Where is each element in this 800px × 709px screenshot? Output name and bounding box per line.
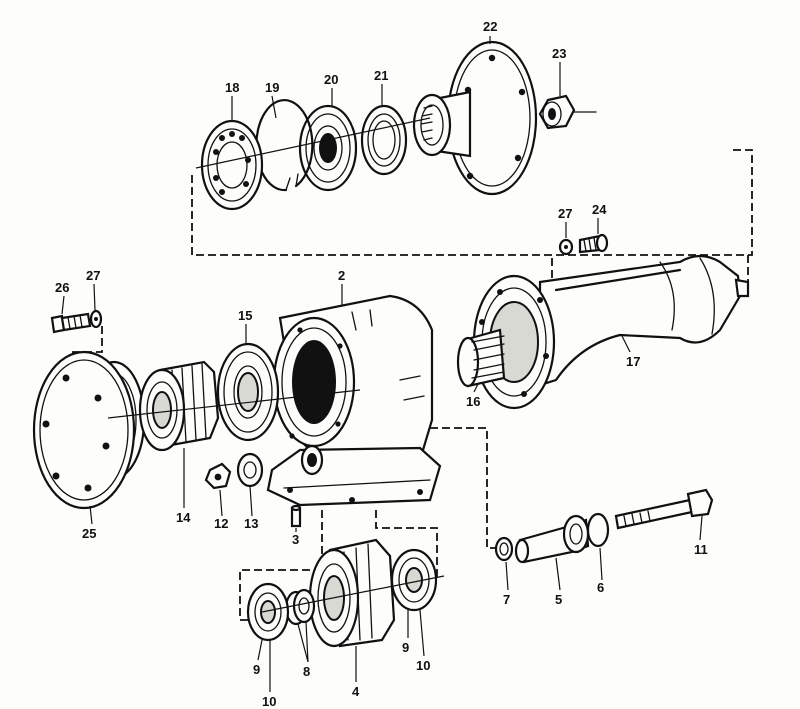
callout-9-left: 9 xyxy=(253,662,260,677)
part-ball-bearing xyxy=(216,342,280,442)
callout-26: 26 xyxy=(55,280,69,295)
part-bolt-washer-left xyxy=(50,309,103,334)
part-seal xyxy=(360,104,408,176)
callout-5: 5 xyxy=(555,592,562,607)
callout-16: 16 xyxy=(466,394,480,409)
part-dowel-pin xyxy=(290,504,302,528)
part-end-cover xyxy=(32,350,146,510)
part-idler-shaft xyxy=(514,514,590,564)
callout-27-upper: 27 xyxy=(558,206,572,221)
part-nut xyxy=(204,462,232,490)
part-flange-nut xyxy=(538,94,597,130)
part-bearing-set-left xyxy=(246,582,290,642)
callout-24: 24 xyxy=(592,202,607,217)
callout-6: 6 xyxy=(597,580,604,595)
callout-4: 4 xyxy=(352,684,360,699)
part-shim-washers xyxy=(284,588,316,626)
callout-21: 21 xyxy=(374,68,388,83)
part-o-ring xyxy=(586,512,610,548)
callout-19: 19 xyxy=(265,80,279,95)
part-through-bolt xyxy=(614,488,714,530)
part-spacer xyxy=(236,452,264,488)
callout-2: 2 xyxy=(338,268,345,283)
part-output-flange xyxy=(412,40,538,196)
callout-7: 7 xyxy=(503,592,510,607)
callout-23: 23 xyxy=(552,46,566,61)
part-washer xyxy=(494,536,514,562)
callout-20: 20 xyxy=(324,72,338,87)
part-washer-bolt-upper xyxy=(558,233,609,256)
callout-12: 12 xyxy=(214,516,228,531)
callout-22: 22 xyxy=(483,19,497,34)
leader-lines xyxy=(61,36,703,692)
callout-8: 8 xyxy=(303,664,310,679)
part-idler-gear xyxy=(308,538,396,648)
callout-27-left: 27 xyxy=(86,268,100,283)
callout-10-right: 10 xyxy=(416,658,430,673)
part-drive-gear xyxy=(138,360,220,452)
callout-9-right: 9 xyxy=(402,640,409,655)
input-shaft-axis xyxy=(107,389,361,419)
callout-25: 25 xyxy=(82,526,96,541)
part-extension-housing xyxy=(472,254,750,410)
callout-13: 13 xyxy=(244,516,258,531)
callout-labels: 22 23 21 20 19 18 27 24 2 27 26 15 17 16… xyxy=(55,19,708,709)
part-circlip xyxy=(255,98,314,192)
assembly-paths xyxy=(69,149,753,621)
callout-17: 17 xyxy=(626,354,640,369)
part-splined-end xyxy=(456,328,506,388)
part-ball-bearing-small xyxy=(298,104,358,192)
upper-shaft-axis xyxy=(195,117,431,169)
callout-10-left: 10 xyxy=(262,694,276,709)
callout-3: 3 xyxy=(292,532,299,547)
callout-11: 11 xyxy=(694,542,708,557)
idler-shaft-axis xyxy=(261,575,445,613)
callout-14: 14 xyxy=(176,510,191,525)
callout-18: 18 xyxy=(225,80,239,95)
part-housing xyxy=(266,294,442,507)
part-ball-bearing-large xyxy=(200,119,264,211)
callout-15: 15 xyxy=(238,308,252,323)
part-bearing-set-right xyxy=(390,548,438,612)
